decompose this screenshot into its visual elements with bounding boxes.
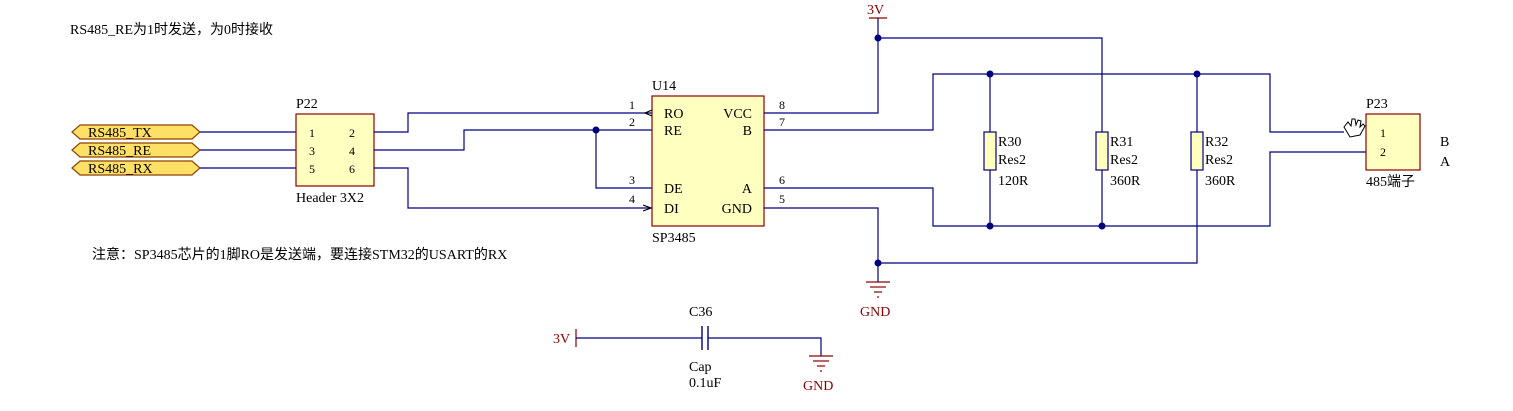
power-net-label: 3V [553,332,570,347]
pin-name: B [743,124,752,139]
component-body [651,95,765,227]
note-ro-connection: 注意：SP3485芯片的1脚RO是发送端，要连接STM32的USART的RX [92,246,507,263]
component-comment: Cap [689,360,712,375]
net-port-rs485-re[interactable]: RS485_RE [71,142,201,159]
component-value: 120R [998,174,1029,189]
wires-ports-to-p22 [200,131,296,169]
pin-number: 4 [349,144,355,158]
junction-dot [874,34,882,42]
component-value: 360R [1110,174,1141,189]
component-comment: Res2 [998,153,1026,168]
net-port-label: RS485_RX [88,162,153,177]
pin-name: RE [664,124,682,139]
pin-number: 2 [1380,145,1386,159]
pin-name: DE [664,182,683,197]
pin-number: 2 [629,115,635,129]
component-designator: R30 [998,135,1021,150]
resistor-body [983,131,997,171]
junction-dot [592,126,600,134]
note-re-function: RS485_RE为1时发送，为0时接收 [70,21,273,38]
pin-number: 2 [349,126,355,140]
resistor-r32[interactable]: R32 Res2 360R [1190,131,1236,189]
component-value: 360R [1205,174,1236,189]
resistor-r30[interactable]: R30 Res2 120R [983,131,1029,189]
resistor-body [1095,131,1109,171]
pin-number: 5 [779,192,785,206]
signal-label-a: A [1440,155,1451,170]
pin-name: A [742,182,753,197]
component-value: 0.1uF [689,376,722,391]
capacitor-c36[interactable]: C36 3V Cap 0.1uF [553,305,822,391]
ic-u14-sp3485[interactable]: U14 1 2 3 4 RO RE DE DI VCC B A GND 8 7 … [629,79,785,246]
component-designator: P23 [1366,97,1388,112]
pin-number: 3 [629,173,635,187]
pin-number: 5 [309,162,315,176]
component-designator: U14 [652,79,676,94]
pin-number: 8 [779,98,785,112]
ground-symbol-u14[interactable]: GND [860,281,890,320]
hand-cursor-icon [1343,118,1366,138]
component-comment: Res2 [1110,153,1138,168]
power-net-label: GND [803,379,833,394]
net-port-label: RS485_RE [88,144,151,159]
pin-name: RO [664,107,683,122]
pin-number: 6 [349,162,355,176]
pin-number: 1 [309,126,315,140]
net-port-rs485-rx[interactable]: RS485_RX [71,160,201,177]
component-designator: P22 [296,97,318,112]
pin-number: 4 [629,192,635,206]
ground-symbol-c36[interactable]: GND [803,355,833,394]
component-designator: C36 [689,305,712,320]
wires-p22-to-u14 [374,112,652,209]
signal-label-b: B [1440,135,1449,150]
power-port-3v-top[interactable]: 3V [867,3,887,38]
component-body [295,113,375,187]
output-arrow-icon [643,109,653,117]
component-comment: 485端子 [1366,174,1415,190]
net-port-label: RS485_TX [88,126,152,141]
pin-number: 6 [779,173,785,187]
component-comment: Res2 [1205,153,1233,168]
connector-p22[interactable]: P22 1 2 3 4 5 6 Header 3X2 [295,97,375,206]
connector-p23[interactable]: P23 1 2 485端子 B A [1365,97,1451,190]
pin-number: 1 [629,98,635,112]
junction-dot [874,259,882,267]
component-body [1365,113,1421,171]
pin-name: DI [664,202,679,217]
power-net-label: GND [860,305,890,320]
component-designator: R31 [1110,135,1133,150]
wires-u14-bus [764,34,1366,282]
resistor-body [1190,131,1204,171]
component-comment: Header 3X2 [296,191,364,206]
input-arrow-icon [642,204,653,212]
power-net-label: 3V [867,3,884,18]
pin-name: VCC [723,107,752,122]
pin-number: 7 [779,115,785,129]
component-designator: R32 [1205,135,1228,150]
resistor-r31[interactable]: R31 Res2 360R [1095,131,1141,189]
component-comment: SP3485 [652,231,696,246]
pin-number: 3 [309,144,315,158]
pin-name: GND [722,202,752,217]
net-port-rs485-tx[interactable]: RS485_TX [71,124,201,141]
pin-number: 1 [1380,126,1386,140]
